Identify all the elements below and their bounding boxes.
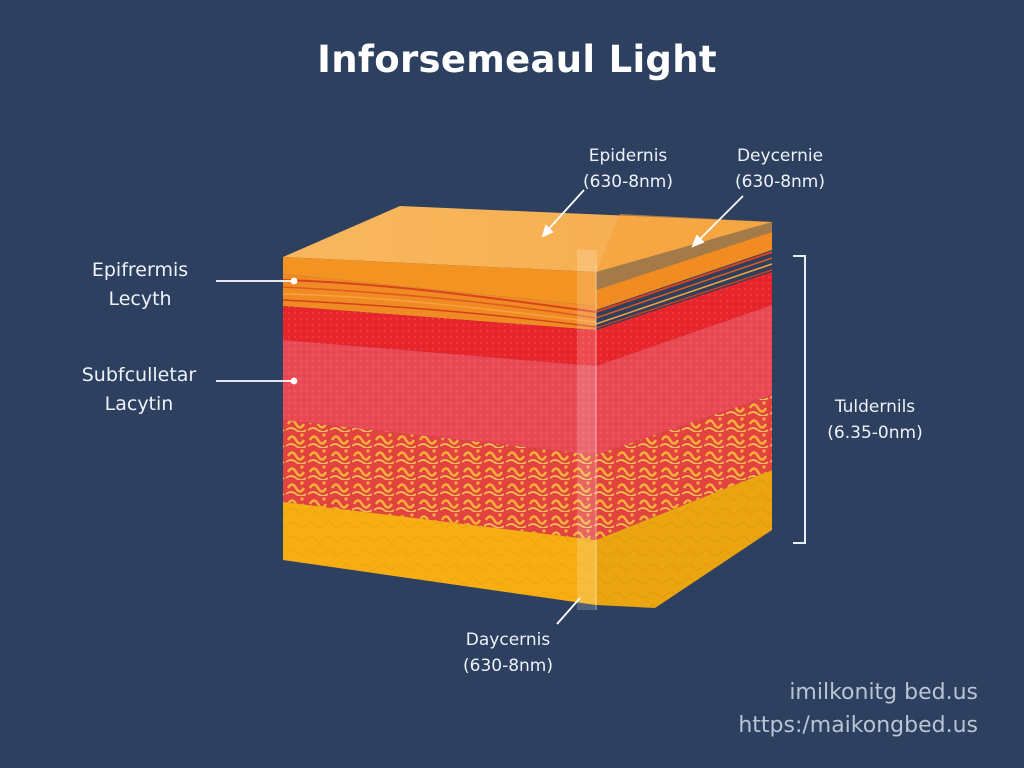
label-tuldernils-name: Tuldernils: [834, 397, 916, 417]
watermark-line2: https:/maikongbed.us: [738, 713, 978, 738]
leader-lines: [216, 189, 744, 625]
label-subfculletar-line2: Lacytin: [104, 393, 174, 415]
label-daycernis-name: Daycernis: [465, 630, 551, 650]
label-epidernis-name: Epidernis: [588, 146, 668, 166]
label-epifrermis-line1: Epifrermis: [91, 259, 189, 281]
arrow-epidernis: [545, 189, 585, 233]
label-epidernis-range: (630-8nm): [583, 172, 673, 192]
label-epidernis: Epidernis (630-8nm): [568, 143, 688, 195]
label-subfculletar-line1: Subfculletar: [81, 364, 197, 386]
diagram-title: Inforsemeaul Light: [317, 38, 717, 81]
arrow-deycernie: [696, 195, 744, 243]
label-deycernie-name: Deycernie: [736, 146, 824, 166]
top-surface-right: [596, 214, 772, 290]
label-tuldernils: Tuldernils (6.35-0nm): [815, 394, 935, 446]
front-face: [282, 257, 597, 605]
label-daycernis-range: (630-8nm): [463, 656, 553, 676]
label-epifrermis-line2: Lecyth: [108, 288, 172, 310]
label-deycernie: Deycernie (630-8nm): [720, 143, 840, 195]
label-subfculletar: Subfculletar Lacytin: [58, 361, 220, 419]
side-face: [595, 232, 773, 608]
label-deycernie-range: (630-8nm): [735, 172, 825, 192]
depth-bracket: [793, 255, 806, 544]
leader-daycernis: [556, 597, 581, 625]
watermark-line1: imilkonitg bed.us: [789, 680, 978, 705]
label-epifrermis: Epifrermis Lecyth: [60, 256, 220, 314]
light-beam: [577, 250, 597, 610]
label-tuldernils-range: (6.35-0nm): [827, 423, 923, 443]
label-daycernis: Daycernis (630-8nm): [448, 627, 568, 679]
